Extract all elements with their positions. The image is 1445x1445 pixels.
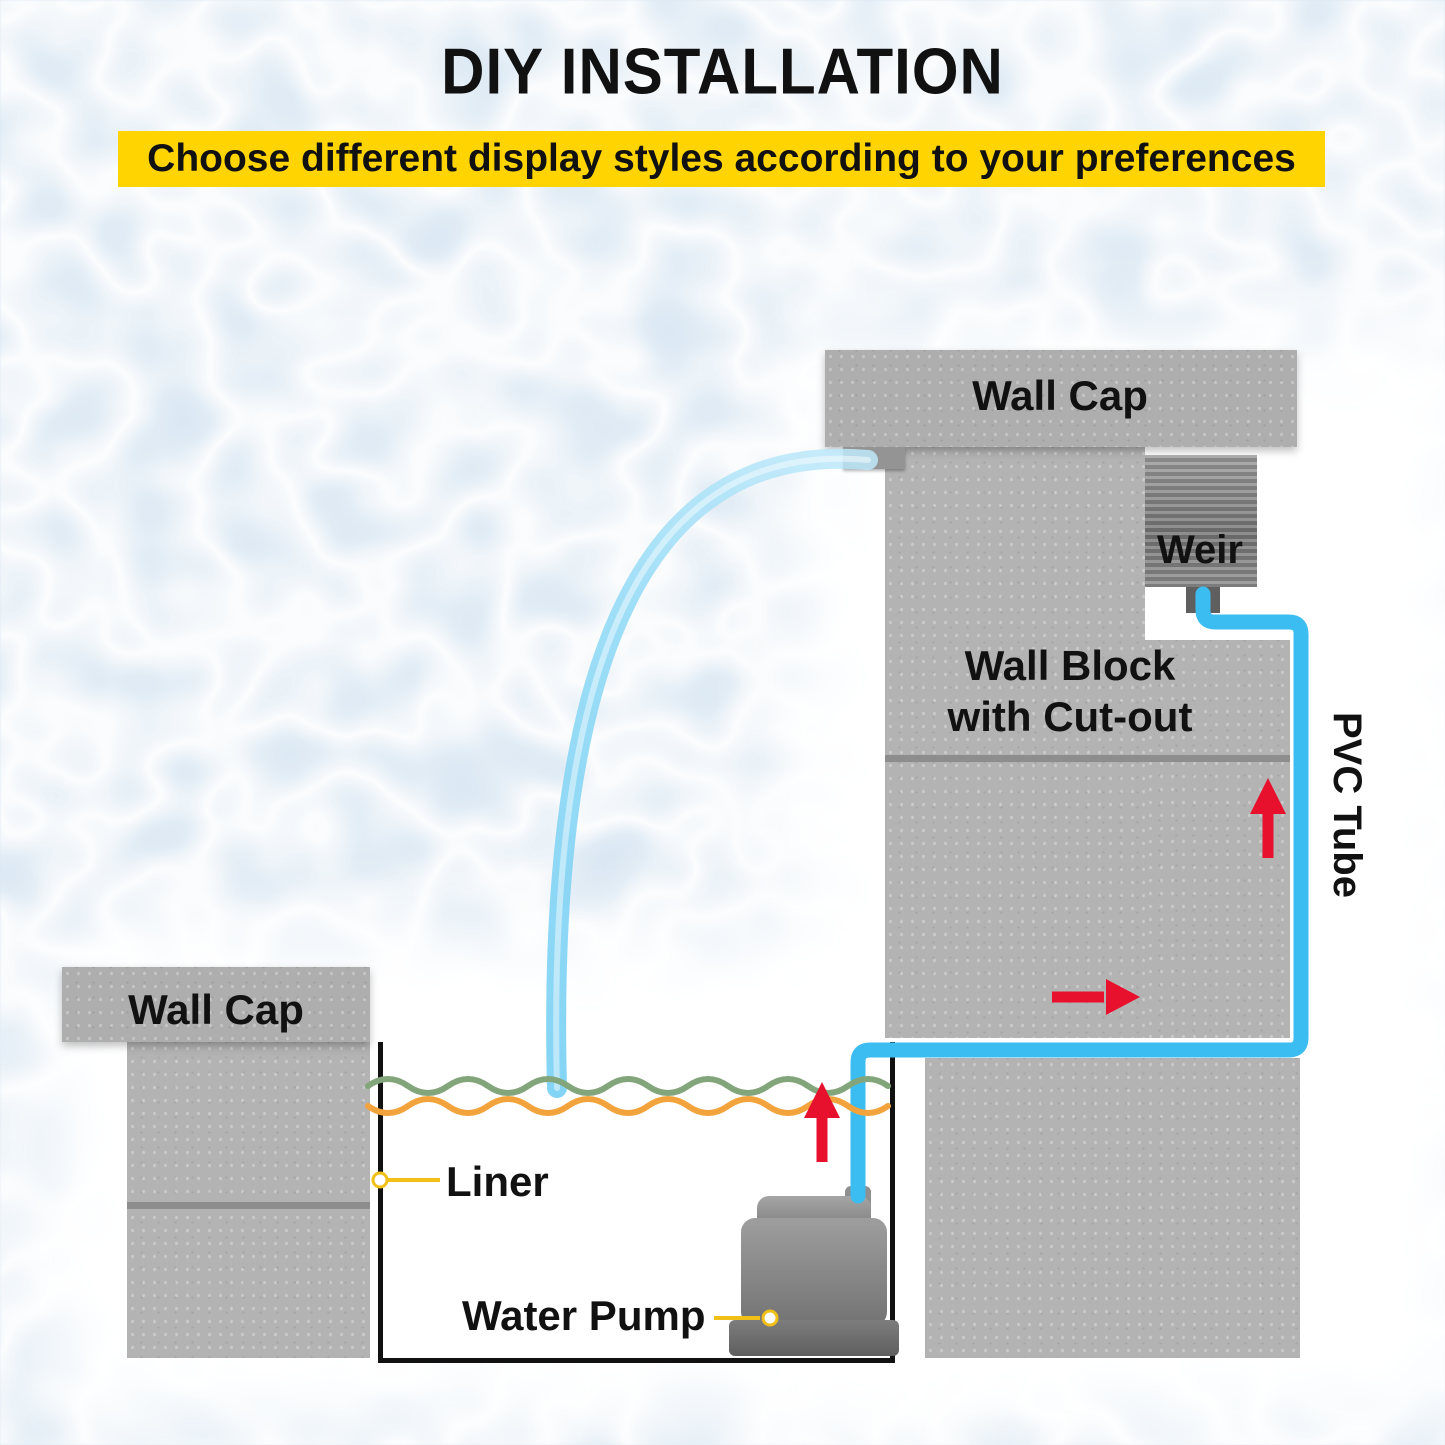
water-surface-wave-orange — [365, 1096, 891, 1116]
water-pump-pointer — [714, 1309, 779, 1327]
arrow-head — [1250, 778, 1286, 814]
water-arc — [546, 448, 878, 1098]
pump-base — [729, 1320, 899, 1356]
weir-body — [1145, 455, 1257, 587]
right-wall-block-upper — [885, 447, 1145, 1038]
flow-arrow-up-pump-icon — [804, 1082, 840, 1162]
wall-cap-left-label: Wall Cap — [128, 986, 304, 1033]
weir-label: Weir — [1157, 528, 1243, 572]
liner-pointer — [371, 1171, 440, 1189]
liner-label: Liner — [446, 1158, 549, 1205]
left-wall-block — [127, 1042, 370, 1358]
right-wall-mortar-joint — [885, 755, 1290, 762]
water-surface-wave-green — [365, 1076, 891, 1096]
water-pump-body — [741, 1218, 887, 1326]
right-wall-block-cutout-side — [1145, 640, 1290, 1038]
page-title: DIY INSTALLATION — [441, 35, 1004, 108]
flow-arrow-right-icon — [1052, 979, 1140, 1015]
subtitle-banner: Choose different display styles accordin… — [118, 131, 1325, 187]
wall-block-label: Wall Block with Cut-out — [895, 640, 1245, 742]
water-pump-label: Water Pump — [462, 1292, 706, 1339]
pvc-tube-label: PVC Tube — [1325, 712, 1369, 898]
left-wall-cap — [62, 967, 370, 1042]
wall-block-label-line1: Wall Block — [964, 642, 1176, 689]
flow-arrow-up-wall-icon — [1250, 778, 1286, 858]
pvc-tube-path — [850, 586, 1309, 1204]
pointer-ring-icon — [371, 1171, 389, 1189]
right-wall-block-lower — [925, 1058, 1300, 1358]
left-wall-mortar-joint — [127, 1202, 370, 1209]
pointer-ring-icon — [761, 1309, 779, 1327]
water-arc-highlight — [553, 455, 871, 1091]
arrow-head — [1106, 979, 1140, 1015]
wall-block-label-line2: with Cut-out — [947, 693, 1193, 741]
right-wall-cap — [825, 350, 1297, 447]
wall-cap-right-label: Wall Cap — [972, 372, 1148, 419]
subtitle-banner-text: Choose different display styles accordin… — [147, 137, 1296, 180]
arrow-head — [804, 1082, 840, 1118]
